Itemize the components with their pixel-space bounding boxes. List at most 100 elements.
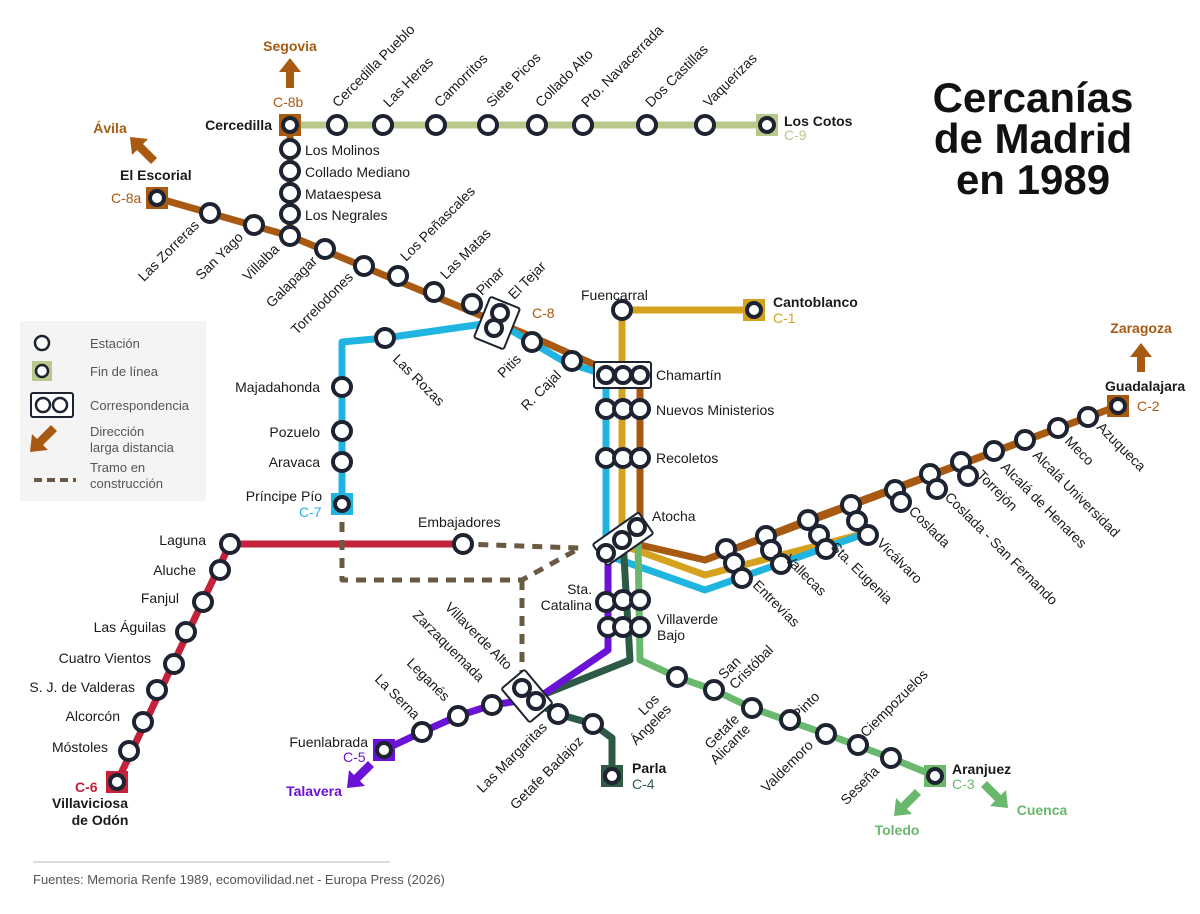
station-15 (314, 238, 336, 260)
station-23 (374, 327, 396, 349)
label-sta-catalina-1: Sta. (567, 581, 592, 597)
station-8 (279, 138, 301, 160)
station-62 (797, 509, 819, 531)
terminal-dot-6 (375, 741, 393, 759)
station-20 (521, 331, 543, 353)
station-56 (629, 398, 651, 420)
arrow-toledo-icon (894, 789, 921, 816)
station-37 (447, 705, 469, 727)
label-valdemoro: Valdemoro (758, 737, 817, 796)
station-36 (481, 694, 503, 716)
station-45 (815, 723, 837, 745)
station-25 (331, 420, 353, 442)
arrow-zaragoza-icon (1130, 343, 1152, 372)
station-70 (1077, 406, 1099, 428)
station-2 (425, 114, 447, 136)
station-19 (461, 293, 483, 315)
station-27 (219, 533, 241, 555)
label-laguna: Laguna (159, 532, 206, 548)
label-alcorcon: Alcorcón (66, 708, 120, 724)
station-39 (547, 703, 569, 725)
label-aravaca: Aravaca (269, 454, 321, 470)
dir-talavera: Talavera (286, 783, 342, 799)
arrow-avila-icon (130, 137, 157, 164)
label-las-rozas: Las Rozas (390, 351, 448, 409)
legend-end: Fin de línea (90, 364, 159, 379)
legend: Estación Fin de línea Correspondencia Di… (20, 321, 206, 501)
station-46 (847, 734, 869, 756)
label-fanjul: Fanjul (141, 590, 179, 606)
dir-segovia: Segovia (263, 38, 317, 54)
station-1 (372, 114, 394, 136)
interchange-dot-1 (484, 318, 504, 338)
label-azuqueca: Azuqueca (1094, 419, 1149, 474)
station-33 (146, 679, 168, 701)
station-29 (209, 559, 231, 581)
arrow-talavera-icon (347, 761, 374, 788)
direction-arrows (130, 58, 1152, 816)
label-chamartin: Chamartín (656, 367, 721, 383)
code-c1: C-1 (773, 310, 796, 326)
label-villaviciosa-2: de Odón (72, 812, 129, 828)
label-las-aguilas: Las Águilas (94, 619, 166, 635)
terminal-dot-2 (148, 189, 166, 207)
label-las-zorreras: Las Zorreras (135, 217, 202, 284)
code-c7: C-7 (299, 504, 322, 520)
title-line-2: de Madrid (934, 115, 1132, 162)
station-75 (890, 491, 912, 513)
terminal-dot-5 (333, 495, 351, 513)
map-title: Cercanías de Madrid en 1989 (933, 74, 1134, 203)
station-12 (279, 225, 301, 247)
code-c8a: C-8a (111, 190, 142, 206)
label-cercedilla-pueblo: Cercedilla Pueblo (329, 21, 418, 110)
dir-zaragoza: Zaragoza (1110, 320, 1172, 336)
label-pinar: Pinar (473, 263, 508, 298)
label-embajadores: Embajadores (418, 514, 501, 530)
stations (118, 114, 1099, 769)
label-la-serna: La Serna (372, 671, 424, 723)
interchange-dot-7 (627, 517, 647, 537)
label-pitis: Pitis (494, 351, 524, 381)
arrow-cuenca-icon (981, 781, 1008, 808)
station-81 (857, 524, 879, 546)
station-59 (629, 447, 651, 469)
station-44 (779, 709, 801, 731)
station-11 (279, 203, 301, 225)
label-guadalajara: Guadalajara (1105, 378, 1185, 394)
dir-cuenca: Cuenca (1017, 802, 1068, 818)
label-camorritos: Camorritos (431, 50, 491, 110)
dir-toledo: Toledo (875, 822, 920, 838)
label-vaquerizas: Vaquerizas (700, 50, 760, 110)
station-43 (741, 697, 763, 719)
label-villalba: Villalba (239, 241, 282, 284)
label-los-molinos: Los Molinos (305, 142, 380, 158)
label-entrevias: Entrevías (750, 577, 803, 630)
label-aranjuez: Aranjuez (952, 761, 1011, 777)
station-74 (846, 510, 868, 532)
label-villaviciosa-1: Villaviciosa (52, 795, 128, 811)
label-sesena: Seseña (837, 763, 882, 808)
label-villaverde-bajo-1: Villaverde (657, 611, 718, 627)
interchange-dot-4 (630, 365, 650, 385)
legend-construction-2: construcción (90, 476, 163, 491)
label-r-cajal: R. Cajal (518, 367, 565, 414)
station-38 (411, 721, 433, 743)
terminal-dot-9 (108, 773, 126, 791)
legend-station: Estación (90, 336, 140, 351)
station-34 (132, 711, 154, 733)
interchange-dot-6 (612, 530, 632, 550)
arrow-segovia-icon (279, 58, 301, 88)
station-77 (957, 465, 979, 487)
interchange-dot-2 (596, 365, 616, 385)
station-16 (353, 255, 375, 277)
terminal-dot-3 (745, 301, 763, 319)
direction-labels: Segovia Ávila Zaragoza Talavera Toledo C… (93, 38, 1172, 838)
station-14 (243, 214, 265, 236)
station-6 (636, 114, 658, 136)
code-c9: C-9 (784, 127, 807, 143)
line-c1 (618, 306, 874, 579)
label-los-negrales: Los Negrales (305, 207, 388, 223)
station-17 (387, 265, 409, 287)
legend-direction-2: larga distancia (90, 440, 175, 455)
